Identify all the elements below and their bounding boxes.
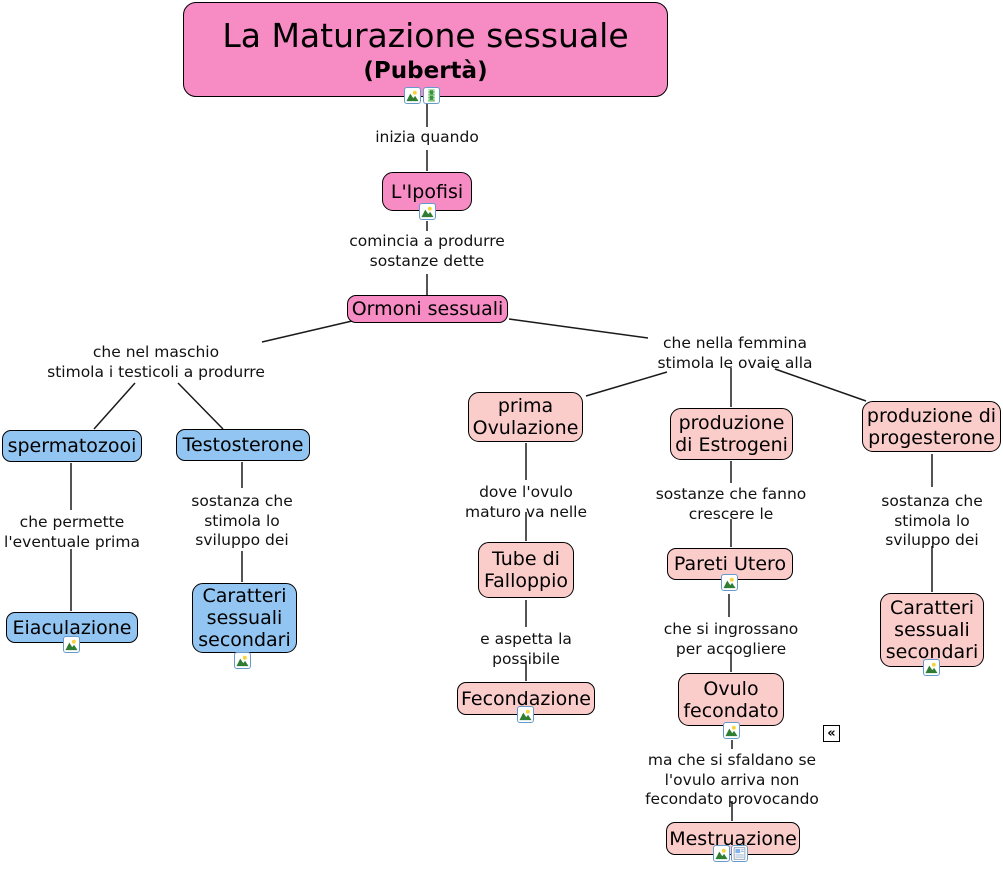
node-label: Testosterone xyxy=(182,434,304,456)
title-line2: (Pubertà) xyxy=(363,57,488,84)
node-label: Caratteri sessuali secondari xyxy=(885,597,979,663)
image-icon[interactable] xyxy=(419,203,436,220)
node-tube-di-falloppio[interactable]: Tube di Falloppio xyxy=(478,542,574,598)
node-label: Tube di Falloppio xyxy=(483,548,569,592)
image-icon[interactable] xyxy=(517,706,534,723)
node-spermatozooi[interactable]: spermatozooi xyxy=(2,430,142,462)
link-che-permette: che permette l'eventuale prima xyxy=(4,513,140,551)
node-label: Fecondazione xyxy=(460,687,591,710)
node-produzione-estrogeni[interactable]: produzione di Estrogeni xyxy=(670,408,793,460)
node-label: produzione di Estrogeni xyxy=(675,412,788,456)
node-label: produzione di progesterone xyxy=(866,404,997,449)
node-label: spermatozooi xyxy=(7,435,137,457)
title-line1: La Maturazione sessuale xyxy=(222,15,629,55)
image-icon[interactable] xyxy=(234,652,251,669)
link-che-nella-femmina: che nella femmina stimola le ovaie alla xyxy=(657,334,813,372)
node-produzione-progesterone[interactable]: produzione di progesterone xyxy=(862,401,1001,452)
node-label: Eiaculazione xyxy=(12,616,132,639)
link-che-si-ingrossano: che si ingrossano per accogliere xyxy=(663,620,799,658)
node-label: Ovulo fecondato xyxy=(683,677,779,722)
node-label: Caratteri sessuali secondari xyxy=(198,585,291,651)
link-che-nel-maschio: che nel maschio stimola i testicoli a pr… xyxy=(47,343,265,381)
node-title[interactable]: La Maturazione sessuale (Pubertà) xyxy=(183,2,668,97)
connector-line xyxy=(177,382,224,430)
link-e-aspetta: e aspetta la possibile xyxy=(480,630,572,668)
image-icon[interactable] xyxy=(63,636,80,653)
node-label: prima Ovulazione xyxy=(472,395,579,439)
connector-line xyxy=(585,371,668,397)
film-icon[interactable] xyxy=(423,87,440,104)
link-inizia-quando: inizia quando xyxy=(375,128,479,146)
link-sostanza-che-stimola-maschile: sostanza che stimola lo sviluppo dei xyxy=(191,492,293,549)
image-icon[interactable] xyxy=(923,659,940,676)
link-sostanze-che-fanno: sostanze che fanno crescere le xyxy=(655,485,807,523)
document-icon[interactable] xyxy=(731,845,748,862)
node-label: L'Ipofisi xyxy=(390,180,464,203)
connector-line xyxy=(93,382,136,430)
collapse-marker-icon[interactable]: « xyxy=(823,725,840,742)
node-testosterone[interactable]: Testosterone xyxy=(176,429,310,461)
link-ma-che-si-sfaldano: ma che si sfaldano se l'ovulo arriva non… xyxy=(645,751,819,808)
node-ormoni-sessuali[interactable]: Ormoni sessuali xyxy=(347,295,508,323)
node-prima-ovulazione[interactable]: prima Ovulazione xyxy=(468,392,583,442)
node-caratteri-sessuali-secondari-maschili[interactable]: Caratteri sessuali secondari xyxy=(192,583,297,653)
node-label: Ormoni sessuali xyxy=(351,298,504,320)
node-caratteri-sessuali-secondari-femminili[interactable]: Caratteri sessuali secondari xyxy=(880,593,984,667)
node-label: Pareti Utero xyxy=(673,553,787,575)
image-icon[interactable] xyxy=(721,574,738,591)
link-sostanza-che-stimola-femminile: sostanza che stimola lo sviluppo dei xyxy=(881,492,983,549)
link-dove-l-ovulo: dove l'ovulo maturo va nelle xyxy=(464,483,588,521)
connector-line xyxy=(774,368,867,402)
link-comincia-a-produrre: comincia a produrre sostanze dette xyxy=(349,232,505,270)
image-icon[interactable] xyxy=(404,87,421,104)
connector-line xyxy=(261,320,353,343)
node-ovulo-fecondato[interactable]: Ovulo fecondato xyxy=(678,673,784,726)
image-icon[interactable] xyxy=(723,722,740,739)
node-label: Mestruazione xyxy=(669,827,797,850)
connector-line xyxy=(508,318,649,339)
image-icon[interactable] xyxy=(713,845,730,862)
